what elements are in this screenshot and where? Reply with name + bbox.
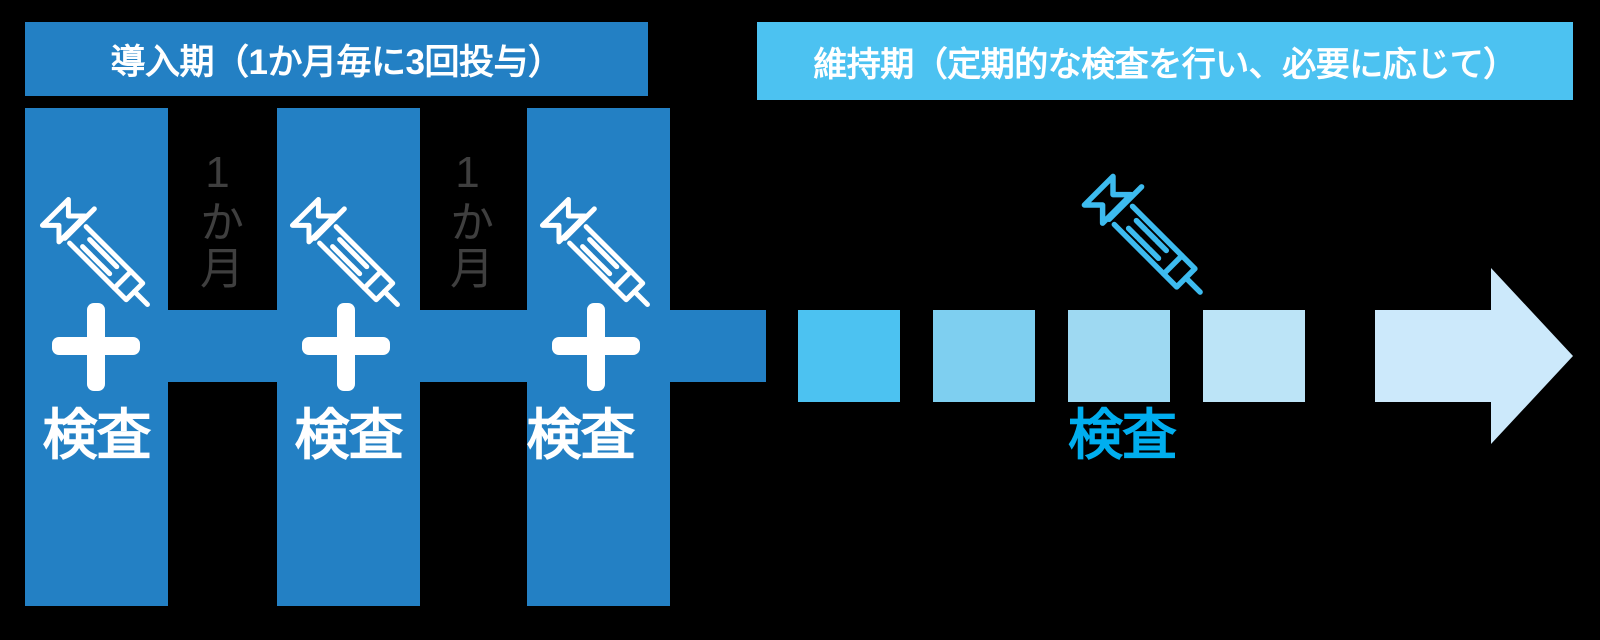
maintenance-square-1 <box>798 310 900 402</box>
interval-label-1: 1か月 <box>193 147 242 291</box>
maintenance-phase-banner: 維持期（定期的な検査を行い、必要に応じて） <box>757 22 1573 100</box>
right-arrow-icon <box>1375 268 1573 444</box>
exam-label-maintenance: 検査 <box>1068 404 1177 466</box>
exam-label-dose-1: 検査 <box>42 404 151 466</box>
plus-icon-vertical <box>87 303 105 391</box>
maintenance-square-3 <box>1068 310 1170 402</box>
exam-label-dose-3: 検査 <box>526 404 635 466</box>
plus-icon <box>302 303 390 391</box>
maintenance-square-4 <box>1203 310 1305 402</box>
maintenance-square-2 <box>933 310 1035 402</box>
syringe-icon <box>1081 173 1203 295</box>
maintenance-phase-banner-label: 維持期（定期的な検査を行い、必要に応じて） <box>813 45 1517 84</box>
plus-icon-vertical <box>337 303 355 391</box>
plus-icon-vertical <box>587 303 605 391</box>
induction-phase-banner: 導入期（1か月毎に3回投与） <box>25 22 648 96</box>
induction-phase-banner-label: 導入期（1か月毎に3回投与） <box>110 42 563 82</box>
syringe-icon <box>39 196 150 307</box>
plus-icon <box>552 303 640 391</box>
interval-label-2: 1か月 <box>443 147 492 291</box>
syringe-icon <box>539 196 650 307</box>
exam-label-dose-2: 検査 <box>294 404 403 466</box>
plus-icon <box>52 303 140 391</box>
syringe-icon <box>289 196 400 307</box>
